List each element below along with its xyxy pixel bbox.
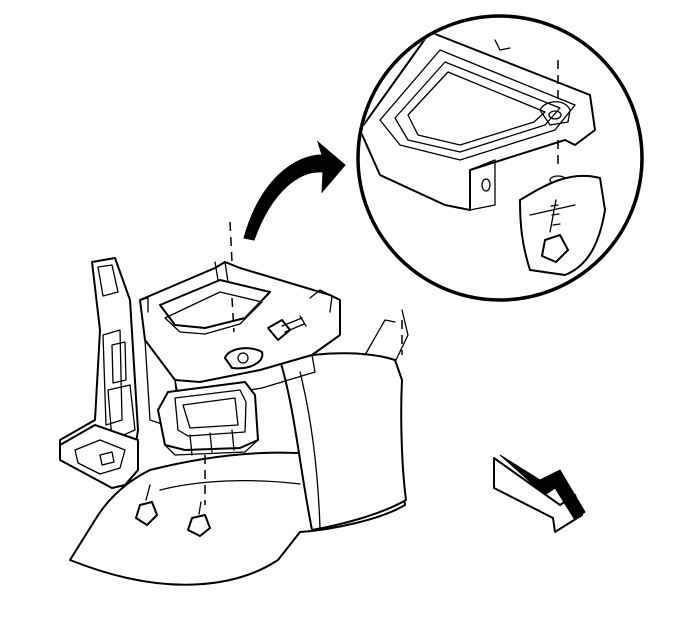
fasteners: [135, 221, 307, 537]
direction-arrow-icon: [493, 454, 586, 533]
magnifier-icon: [356, 14, 644, 302]
console-body: [69, 309, 409, 586]
bolt: [187, 501, 211, 537]
console-bracket-top-frame: [139, 261, 341, 431]
storage-tray: [157, 381, 259, 456]
console-bracket-front: [59, 257, 139, 489]
bolt: [541, 199, 569, 263]
bolt: [135, 484, 158, 526]
curved-arrow-icon: [243, 140, 346, 241]
bolt: [267, 315, 307, 341]
